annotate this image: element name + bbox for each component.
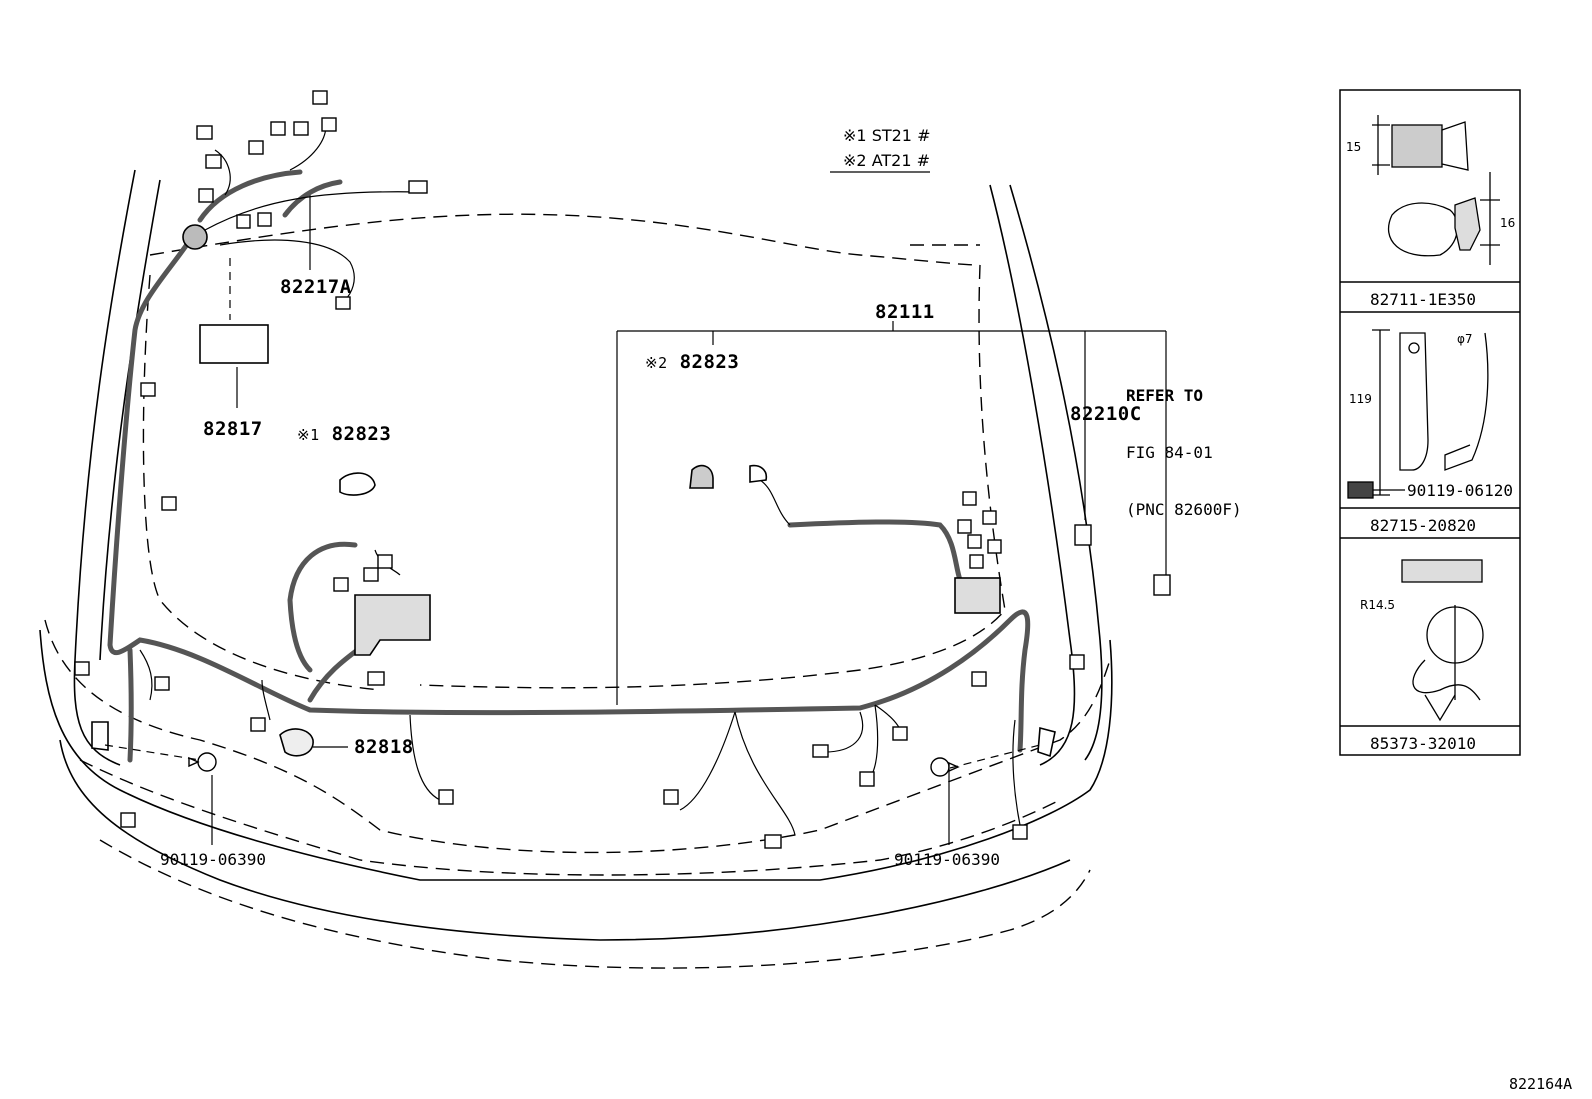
note-1-code: ST21 # [871,126,931,145]
note-1: ※1 ST21 # [843,128,930,144]
part-82823-at21-number: 82823 [679,351,740,373]
vehicle-body-outline [39,169,1113,941]
part-label-82111: 82111 [875,301,935,323]
junction-blocks [91,224,1056,758]
inset-2-sub-part-number: 90119-06120 [1407,481,1513,500]
part-82823-st21-number: 82823 [331,423,392,445]
refer-line-3: (PNC 82600F) [1126,500,1242,519]
inset-panels [1339,89,1521,756]
part-label-82818: 82818 [354,736,414,758]
part-label-bolt-left: 90119-06390 [160,850,266,869]
note-1-mark: ※1 [843,126,867,145]
part-label-82823-st21: ※1 82823 [297,425,391,444]
main-harness-cable [107,169,1031,763]
note-2-code: AT21 # [871,151,931,170]
part-82823-at21-mark: ※2 [645,354,668,372]
inset-3-dim-r14-5: R14.5 [1360,598,1396,612]
figure-id: 822164A [1509,1075,1573,1093]
inset-1-dim-16: 16 [1500,216,1516,230]
inset-82715-bracket-drawing [1347,329,1489,499]
inset-2-part-number: 82715-20820 [1370,516,1476,535]
part-label-82823-at21: ※2 82823 [645,353,739,372]
inset-82711-clip-drawing [1372,115,1500,265]
part-label-82217A: 82217A [280,276,352,298]
note-2-mark: ※2 [843,151,867,170]
part-label-bolt-right: 90119-06390 [894,850,1000,869]
inset-2-dim-119: 119 [1349,392,1372,406]
inset-1-part-number: 82711-1E350 [1370,290,1476,309]
refer-line-2: FIG 84-01 [1126,443,1213,462]
connectors [74,90,1171,849]
bolts [188,752,960,777]
part-82823-st21-mark: ※1 [297,426,320,444]
inset-3-part-number: 85373-32010 [1370,734,1476,753]
refer-line-1: REFER TO [1126,386,1204,405]
part-label-82210C: 82210C [1070,403,1142,425]
refer-note: REFER TO FIG 84-01 (PNC 82600F) [1126,348,1242,538]
leader-lines [211,171,1167,845]
note-2: ※2 AT21 # [843,153,930,169]
dashed-leaders [104,258,1041,769]
inset-85373-clamp-drawing [1401,559,1484,722]
inset-2-dim-phi7: φ7 [1457,332,1473,346]
part-label-82817: 82817 [203,418,263,440]
inset-1-dim-15: 15 [1346,140,1362,154]
branch-wires [139,119,1021,836]
